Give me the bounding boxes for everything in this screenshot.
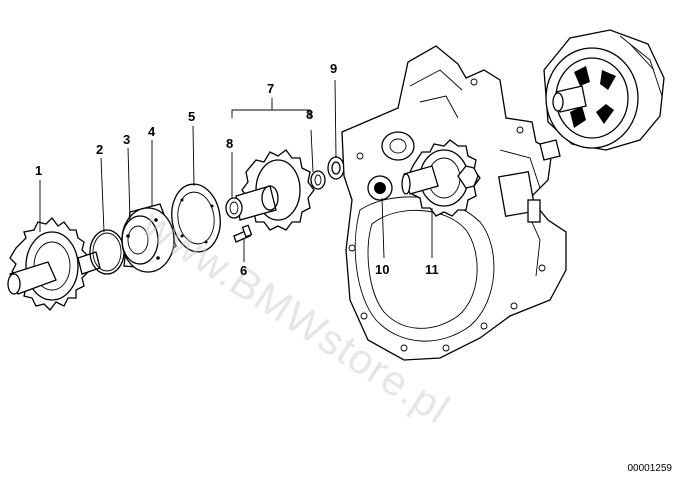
callout-4: 4: [148, 124, 156, 139]
alternator-cover: [543, 29, 665, 151]
gear-set: [401, 139, 481, 217]
intermediate-gear-assembly: [235, 149, 315, 231]
leader-lines: [39, 79, 433, 262]
callout-6: 6: [240, 263, 248, 278]
bearing-housing: [121, 203, 177, 273]
callout-11: 11: [425, 262, 439, 277]
callout-1: 1: [35, 163, 43, 178]
bolt: [233, 224, 253, 243]
callout-8-right: 8: [306, 107, 314, 122]
needle-bearing-right: [310, 170, 326, 190]
callout-8-left: 8: [226, 136, 234, 151]
needle-bearing-left: [225, 197, 243, 219]
gasket-plate: [171, 183, 221, 253]
callout-5: 5: [188, 109, 196, 124]
callout-10: 10: [375, 262, 390, 277]
shaft-seal: [327, 156, 345, 180]
callout-2: 2: [96, 142, 104, 157]
callout-9: 9: [330, 61, 338, 76]
diagram-id: 00001259: [627, 463, 673, 474]
callout-3: 3: [123, 132, 131, 147]
callout-7: 7: [267, 81, 275, 96]
drive-gear-shaft: [7, 217, 101, 311]
